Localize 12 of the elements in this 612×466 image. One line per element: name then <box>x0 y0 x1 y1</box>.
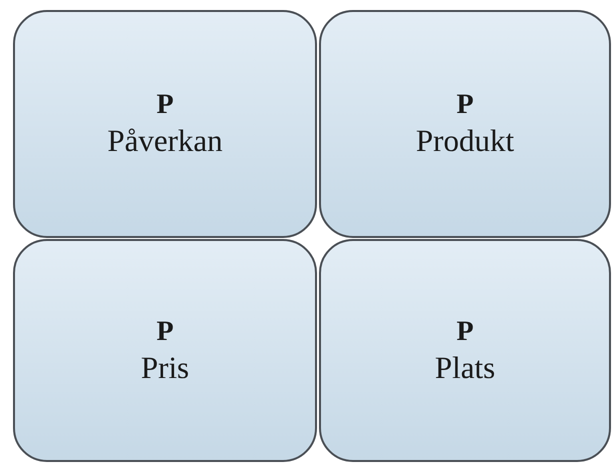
box-label: Pris <box>140 348 190 386</box>
rounded-box <box>319 239 611 462</box>
box-label: Påverkan <box>107 122 223 160</box>
rounded-box <box>13 239 317 462</box>
box-label: Plats <box>434 348 496 386</box>
box-heading: P <box>456 88 474 122</box>
box-heading: P <box>156 314 174 348</box>
rounded-box <box>13 10 317 238</box>
rounded-box <box>319 10 611 238</box>
box-heading: P <box>456 314 474 348</box>
box-label: Produkt <box>416 122 514 160</box>
box-heading: P <box>156 88 174 122</box>
